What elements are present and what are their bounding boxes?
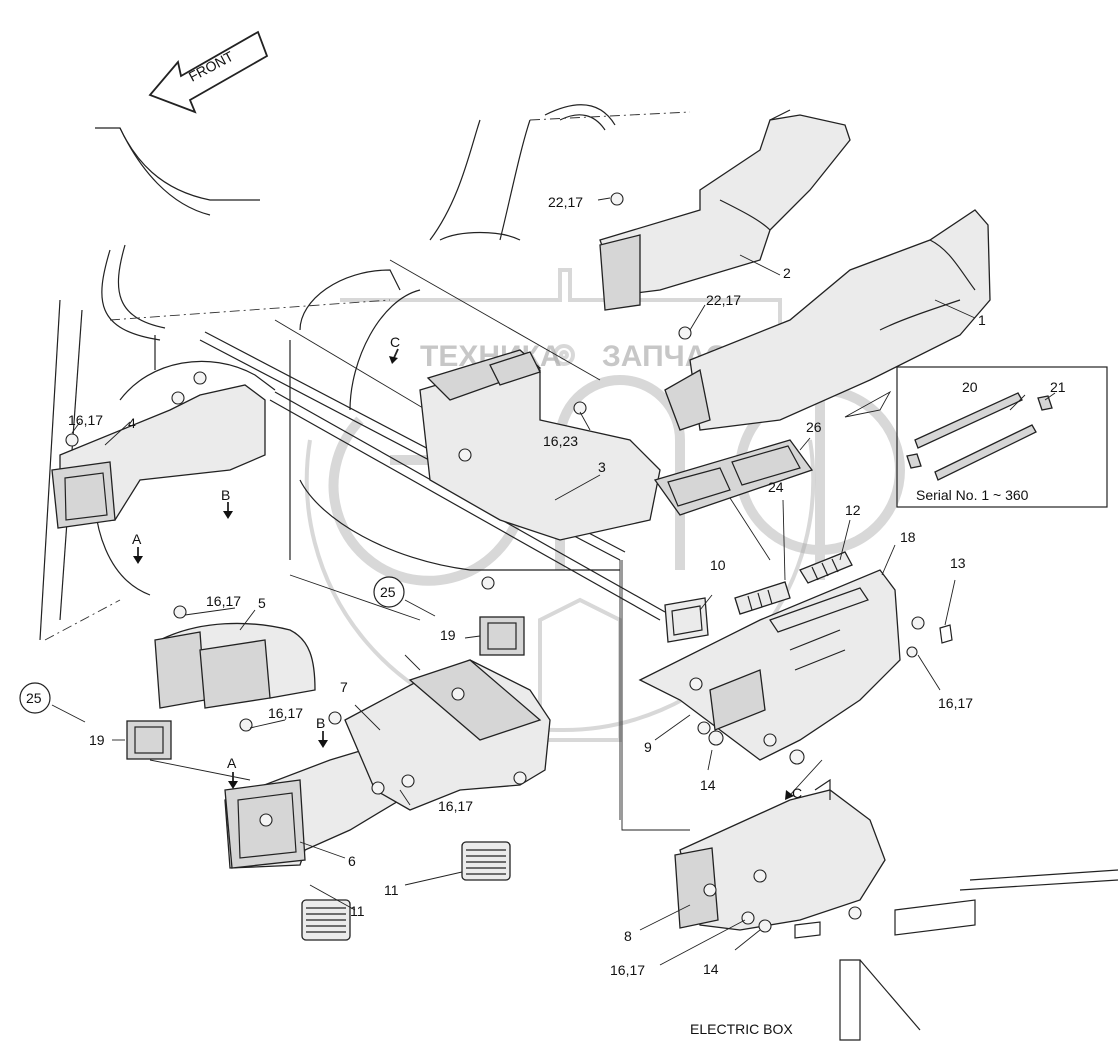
callout-11-upper: 11: [384, 882, 399, 898]
cover-8: [674, 778, 976, 1041]
grille-24: [734, 581, 791, 615]
marker-a-upper: A: [132, 531, 142, 547]
callout-18: 18: [900, 529, 916, 545]
duct-5: [154, 622, 316, 709]
callout-16-23: 16,23: [543, 433, 578, 449]
duct-7: [344, 659, 551, 811]
callout-3: 3: [598, 459, 606, 475]
callout-16-17-f: 16,17: [610, 962, 645, 978]
duct-2: [599, 109, 851, 311]
callout-16-17-b: 16,17: [206, 593, 241, 609]
callout-21: 21: [1050, 379, 1066, 395]
section-markers: [133, 348, 823, 800]
panel-18: [638, 569, 901, 761]
callout-7: 7: [340, 679, 348, 695]
callout-4: 4: [128, 415, 136, 431]
front-arrow: FRONT: [148, 30, 269, 114]
callout-25-upper: 25: [380, 584, 396, 600]
callout-14-upper: 14: [700, 777, 716, 793]
gear-icon: [553, 344, 575, 366]
marker-a-lower: A: [227, 755, 237, 771]
grille-11-upper: [461, 841, 511, 881]
callout-11-lower: 11: [350, 903, 365, 919]
callout-10: 10: [710, 557, 726, 573]
marker-b-upper: B: [221, 487, 230, 503]
callout-19-lower: 19: [89, 732, 105, 748]
front-label: FRONT: [186, 48, 236, 85]
callout-12: 12: [845, 502, 861, 518]
seal-19-upper: [479, 616, 525, 656]
grille-12: [799, 551, 853, 584]
seal-19-lower: [126, 720, 172, 760]
callout-25-upper-circle: 25: [373, 576, 405, 608]
callout-16-17-d: 16,17: [438, 798, 473, 814]
callout-25-lower-circle: 25: [19, 682, 51, 714]
callout-24: 24: [768, 479, 784, 495]
callout-labels: 1 2 3 4 5 6 7 8 9 10 11 11 12 13 14 14 1…: [19, 194, 1066, 978]
duct-3: [419, 349, 661, 541]
callout-2: 2: [783, 265, 791, 281]
marker-b-lower: B: [316, 715, 325, 731]
vent-26: [653, 439, 814, 516]
callout-22-17-a: 22,17: [548, 194, 583, 210]
marker-c-lower: C: [792, 785, 802, 801]
callout-13: 13: [950, 555, 966, 571]
callout-1: 1: [978, 312, 986, 328]
callout-9: 9: [644, 739, 652, 755]
duct-1: [664, 209, 991, 431]
vent-10: [664, 597, 709, 643]
grille-11-lower: [301, 899, 351, 941]
electric-box-label: ELECTRIC BOX: [690, 1021, 793, 1037]
leader-lines: [51, 197, 1056, 966]
callout-14-lower: 14: [703, 961, 719, 977]
duct-4: [51, 384, 266, 529]
fasteners: [65, 192, 953, 933]
serial-note: Serial No. 1 ~ 360: [916, 487, 1029, 503]
callout-20: 20: [962, 379, 978, 395]
callout-26: 26: [806, 419, 822, 435]
callout-22-17-b: 22,17: [706, 292, 741, 308]
callout-16-17-c: 16,17: [268, 705, 303, 721]
callout-16-17-e: 16,17: [938, 695, 973, 711]
callout-16-17-a: 16,17: [68, 412, 103, 428]
callout-6: 6: [348, 853, 356, 869]
callout-5: 5: [258, 595, 266, 611]
callout-25-lower: 25: [26, 690, 42, 706]
callout-8: 8: [624, 928, 632, 944]
callout-19-upper: 19: [440, 627, 456, 643]
serial-inset: Serial No. 1 ~ 360: [844, 366, 1108, 508]
marker-c-upper: C: [390, 334, 400, 350]
cab-structure: [39, 104, 1118, 891]
